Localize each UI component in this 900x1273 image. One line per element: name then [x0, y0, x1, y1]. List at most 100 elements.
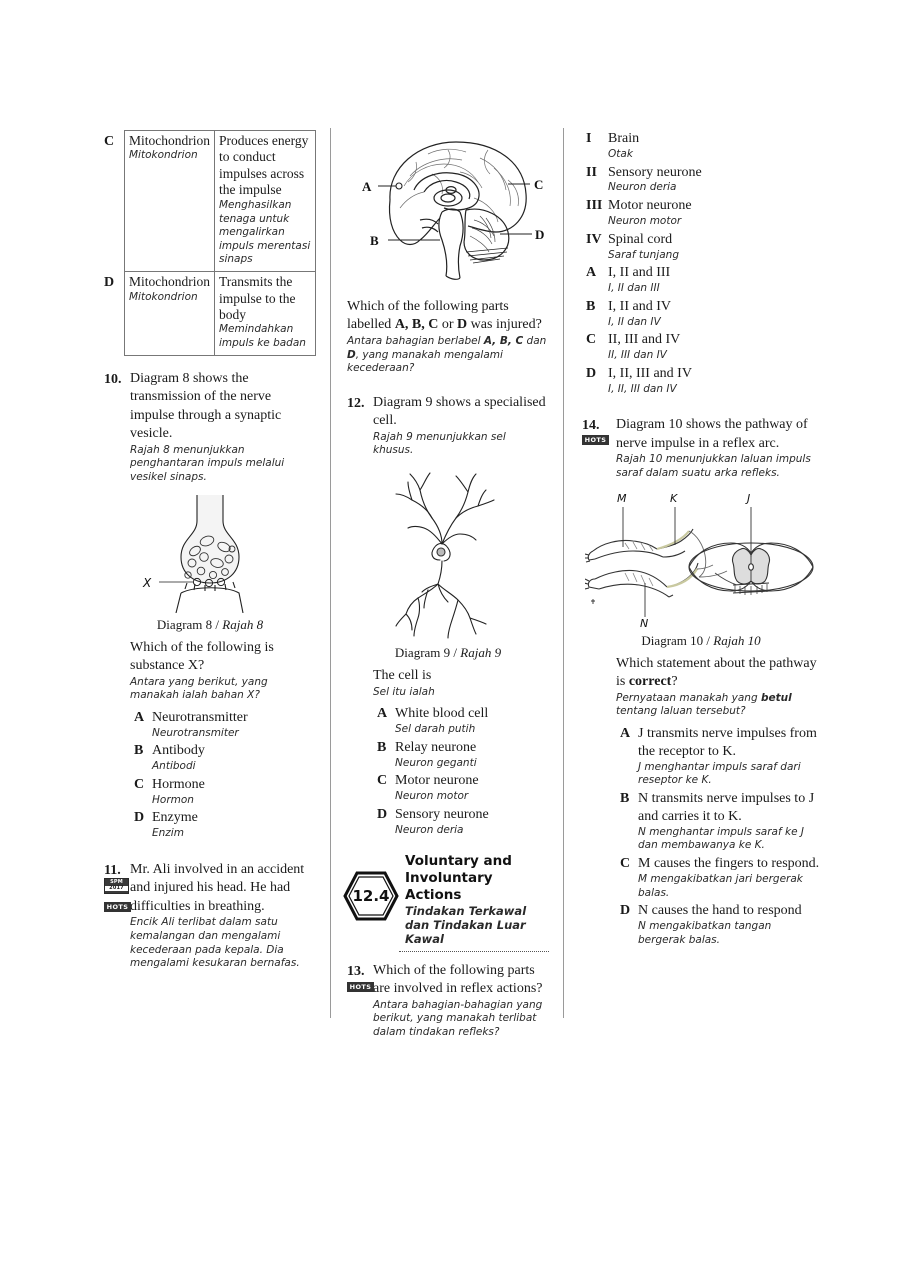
prompt-en-1: Which statement about the pathway is: [616, 655, 817, 690]
diagram-10-caption: Diagram 10 / Rajah 10: [582, 633, 820, 649]
choice-a-en: J transmits nerve impulses from the rece…: [638, 725, 817, 759]
chapter-title-en: Voluntary and Involuntary Actions: [405, 853, 512, 903]
roman-iii-label: III: [586, 198, 603, 214]
roman-i: I Brain Otak: [582, 130, 820, 162]
choice-c[interactable]: C Hormone Hormon: [130, 776, 316, 808]
stem-en: Mr. Ali involved in an accident and inju…: [130, 861, 305, 914]
question-11-stem: Mr. Ali involved in an accident and inju…: [130, 861, 316, 971]
choice-a-my: J menghantar impuls saraf dari reseptor …: [638, 760, 801, 787]
choice-c[interactable]: C II, III and IV II, III dan IV: [582, 331, 820, 363]
prompt-my-bold: betul: [760, 691, 792, 704]
choice-d[interactable]: D I, II, III and IV I, II, III dan IV: [582, 365, 820, 397]
chapter-divider: [399, 950, 549, 952]
choice-c-en: II, III and IV: [608, 332, 681, 348]
choice-c-label: C: [377, 773, 388, 789]
choice-c-text: M causes the fingers to respond. M menga…: [638, 855, 820, 900]
roman-iii-en: Motor neurone: [608, 198, 692, 214]
choice-c-label: C: [134, 776, 145, 792]
choice-b[interactable]: B Relay neurone Neuron geganti: [373, 739, 549, 771]
choice-d[interactable]: D N causes the hand to respond N mengaki…: [616, 902, 820, 947]
roman-i-label: I: [586, 131, 592, 146]
table-row: D Mitochondrion Mitokondrion Transmits t…: [104, 271, 316, 356]
column-middle: A C B D Which of the following parts lab…: [330, 128, 563, 1038]
choice-b-text: Antibody Antibodi: [152, 742, 316, 774]
choice-d[interactable]: D Enzyme Enzim: [130, 809, 316, 841]
choice-b[interactable]: B I, II and IV I, II dan IV: [582, 298, 820, 330]
question-14-head: 14. Diagram 10 shows the pathway of nerv…: [582, 416, 820, 480]
brain-label-b: B: [370, 233, 379, 248]
reflex-label-k: K: [670, 492, 678, 505]
option-label: C: [104, 133, 115, 149]
question-12-prompt: The cell is Sel itu ialah: [373, 667, 549, 699]
prompt-en-2: ?: [671, 674, 678, 690]
choice-c-text: II, III and IV II, III dan IV: [608, 331, 820, 363]
brain-figure: A C B D: [347, 128, 549, 288]
choice-d-label: D: [586, 365, 597, 381]
question-14-prompt: Which statement about the pathway is cor…: [616, 655, 820, 719]
choice-d[interactable]: D Sensory neurone Neuron deria: [373, 806, 549, 838]
choice-b-my: Neuron geganti: [395, 756, 477, 769]
prompt-en: Which statement about the pathway is cor…: [616, 656, 817, 689]
choice-b-text: N transmits nerve impulses to J and carr…: [638, 790, 820, 853]
choice-a-text: J transmits nerve impulses from the rece…: [638, 725, 820, 788]
hots-badge: HOTS: [582, 435, 609, 446]
spm-badge-text: SPM: [110, 878, 123, 885]
roman-iv: IV Spinal cord Saraf tunjang: [582, 231, 820, 263]
question-11-badges: SPM 2017 HOTS: [104, 877, 134, 912]
brain-label-c: C: [534, 177, 543, 192]
figure-label-x: X: [142, 576, 152, 590]
choice-a[interactable]: A I, II and III I, II dan III: [582, 264, 820, 296]
choice-c-my: Hormon: [152, 793, 194, 806]
question-13-roman-list: I Brain Otak II Sensory neurone Neuron d…: [582, 130, 820, 396]
choice-c[interactable]: C Motor neurone Neuron motor: [373, 772, 549, 804]
desc-my: Menghasilkan tenaga untuk mengalirkan im…: [219, 198, 311, 266]
choice-c[interactable]: C M causes the fingers to respond. M men…: [616, 855, 820, 900]
option-term-cell: Mitochondrion Mitokondrion: [124, 271, 215, 356]
choice-d-text: I, II, III and IV I, II, III dan IV: [608, 365, 820, 397]
choice-b-text: Relay neurone Neuron geganti: [395, 739, 549, 771]
choice-b-en: Antibody: [152, 743, 205, 759]
prompt-en: Which of the following is substance X?: [130, 639, 274, 674]
choice-a-en: White blood cell: [395, 706, 489, 722]
choice-c-label: C: [586, 332, 597, 348]
choice-d-label: D: [620, 903, 631, 919]
prompt-my-1: Pernyataan manakah yang: [616, 691, 761, 704]
choice-a-label: A: [620, 725, 631, 741]
roman-iv-text: Spinal cord Saraf tunjang: [608, 231, 820, 263]
choice-c-text: Motor neurone Neuron motor: [395, 772, 549, 804]
prompt-my: Antara bahagian berlabel A, B, C dan D, …: [347, 335, 549, 376]
choice-d-label: D: [377, 806, 388, 822]
choice-b-label: B: [586, 298, 596, 314]
roman-ii-my: Neuron deria: [608, 181, 677, 194]
question-10-choices: A Neurotransmitter Neurotransmiter B Ant…: [130, 709, 316, 841]
choice-b[interactable]: B Antibody Antibodi: [130, 742, 316, 774]
question-14-stem: Diagram 10 shows the pathway of nerve im…: [616, 416, 820, 480]
question-13-stem: Which of the following parts are involve…: [373, 962, 549, 1040]
choice-b[interactable]: B N transmits nerve impulses to J and ca…: [616, 790, 820, 853]
question-10-prompt: Which of the following is substance X? A…: [130, 639, 316, 703]
choice-b-label: B: [134, 743, 144, 759]
choice-d-en: I, II, III and IV: [608, 365, 692, 381]
prompt-my: Pernyataan manakah yang betul tentang la…: [616, 692, 820, 719]
prompt-en: Which of the following parts are involve…: [373, 962, 543, 997]
prompt-en-2: or: [438, 317, 458, 333]
question-12-number: 12.: [347, 395, 365, 411]
choice-a[interactable]: A J transmits nerve impulses from the re…: [616, 725, 820, 788]
synaptic-vesicle-diagram: X: [142, 494, 244, 613]
choice-a[interactable]: A White blood cell Sel darah putih: [373, 705, 549, 737]
column-left: C Mitochondrion Mitokondrion Produces en…: [104, 128, 330, 1018]
choice-c-text: Hormone Hormon: [152, 776, 316, 808]
choice-d-label: D: [134, 810, 145, 826]
question-14-choices: A J transmits nerve impulses from the re…: [616, 725, 820, 948]
spm-badge-year: 2017: [105, 885, 128, 891]
choice-a[interactable]: A Neurotransmitter Neurotransmiter: [130, 709, 316, 741]
hexagon-icon: [343, 871, 399, 921]
choice-a-en: Neurotransmitter: [152, 709, 248, 725]
question-10-head: 10. Diagram 8 shows the transmission of …: [104, 370, 316, 485]
prompt-my-2: dan: [523, 334, 547, 347]
choice-b-label: B: [377, 739, 387, 755]
prompt-my: Antara yang berikut, yang manakah ialah …: [130, 675, 268, 702]
brain-label-d: D: [535, 227, 544, 242]
roman-ii-en: Sensory neurone: [608, 164, 702, 180]
